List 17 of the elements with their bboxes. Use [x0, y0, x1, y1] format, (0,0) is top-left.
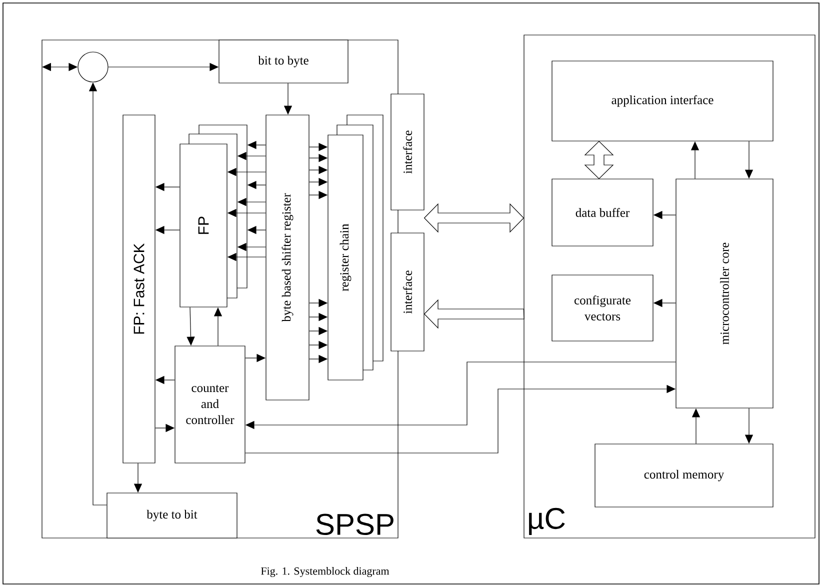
process-box: control memory [594, 444, 774, 508]
process-box: microcontroller core [676, 178, 774, 408]
process-box: configurate vectors [552, 274, 654, 342]
stacked-box: FP [180, 124, 248, 308]
caption: Fig. 1. Systemblock diagram [261, 567, 390, 577]
process-box: data buffer [552, 178, 654, 246]
process-box: bit to byte [218, 40, 348, 84]
process-box: byte to bit [106, 492, 238, 538]
interface-box: interface [390, 232, 424, 352]
junction-circle [78, 52, 108, 82]
hollow-arrow [424, 299, 524, 329]
interface-box: interface [390, 94, 424, 210]
stacked-box: register chain [328, 114, 384, 380]
process-box: counter and controller [174, 346, 246, 464]
process-box: FP: Fast ACK [122, 114, 156, 464]
process-box: byte based shifter register [266, 114, 310, 400]
process-box: application interface [552, 60, 774, 142]
